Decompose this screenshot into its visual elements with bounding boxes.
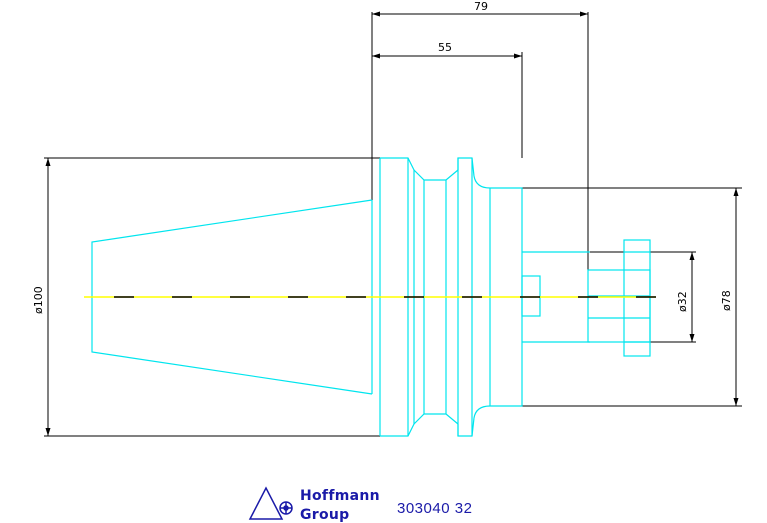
- logo-line2: Group: [300, 507, 350, 523]
- dim-label-dia32: ø32: [676, 291, 689, 312]
- dim-label-55: 55: [438, 41, 452, 54]
- part-number: 303040 32: [397, 500, 473, 517]
- hoffmann-logo: Hoffmann Group: [248, 486, 380, 523]
- dimension-lines: [44, 11, 742, 437]
- dim-label-dia100: ø100: [32, 286, 45, 314]
- logo-mark-icon: [248, 486, 293, 520]
- logo-line1: Hoffmann: [300, 488, 380, 504]
- dim-label-dia78: ø78: [720, 290, 733, 311]
- dim-label-79: 79: [474, 0, 488, 13]
